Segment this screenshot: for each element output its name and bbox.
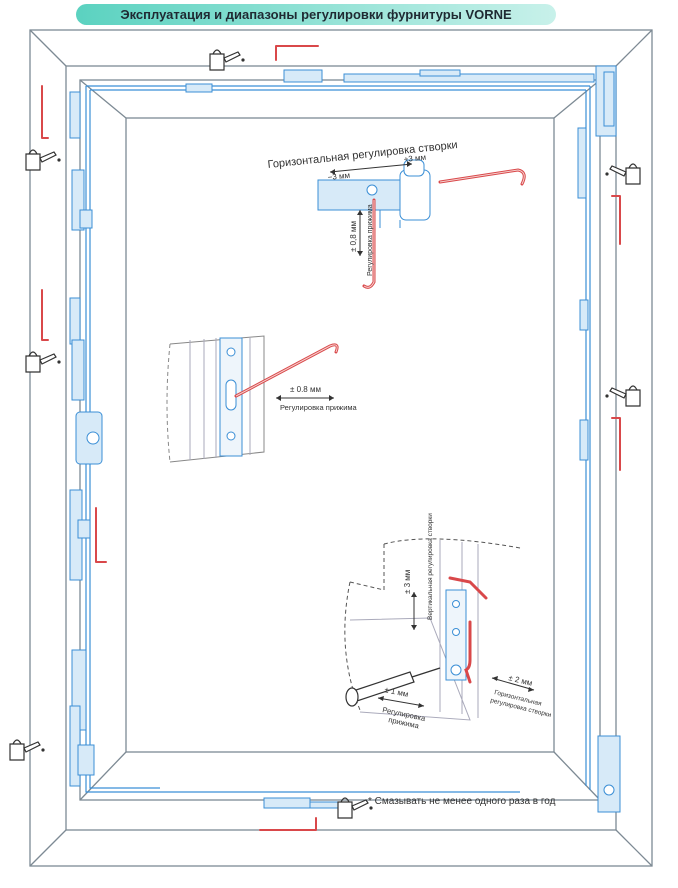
callout-middle-label: Регулировка прижима <box>280 403 358 412</box>
callout-top-right-value: +3 мм <box>403 153 426 164</box>
screwdriver-icon <box>345 667 441 707</box>
callout-top-hinge <box>317 159 526 289</box>
callout-top-vertical-label: Регулировка прижима <box>367 204 374 276</box>
hardware-rods <box>85 85 591 793</box>
callout-bottom-vertical-value: ± 3 мм <box>403 570 412 594</box>
callout-top-title: Горизонтальная регулировка створки <box>267 139 458 171</box>
page-title: Эксплуатация и диапазоны регулировки фур… <box>120 7 512 22</box>
callout-top-left-value: −3 мм <box>327 171 350 182</box>
callout-bottom-press-value: ± 1 мм <box>384 685 410 699</box>
callout-top-vertical-value: ± 0,8 мм <box>349 221 358 252</box>
callout-bottom-hinge <box>344 538 535 721</box>
hardware-parts <box>69 65 621 813</box>
window-frame <box>29 29 653 867</box>
hex-key-icon <box>41 45 621 831</box>
callout-middle-striker <box>166 335 339 463</box>
callout-middle-value: ± 0.8 мм <box>290 385 321 394</box>
callout-bottom-vertical-label: Вертикальная регулировка створки <box>427 513 434 620</box>
oil-can-icon <box>9 49 641 819</box>
lubrication-footnote: * Смазывать не менее одного раза в год <box>368 796 556 807</box>
title-banner: Эксплуатация и диапазоны регулировки фур… <box>76 4 556 25</box>
